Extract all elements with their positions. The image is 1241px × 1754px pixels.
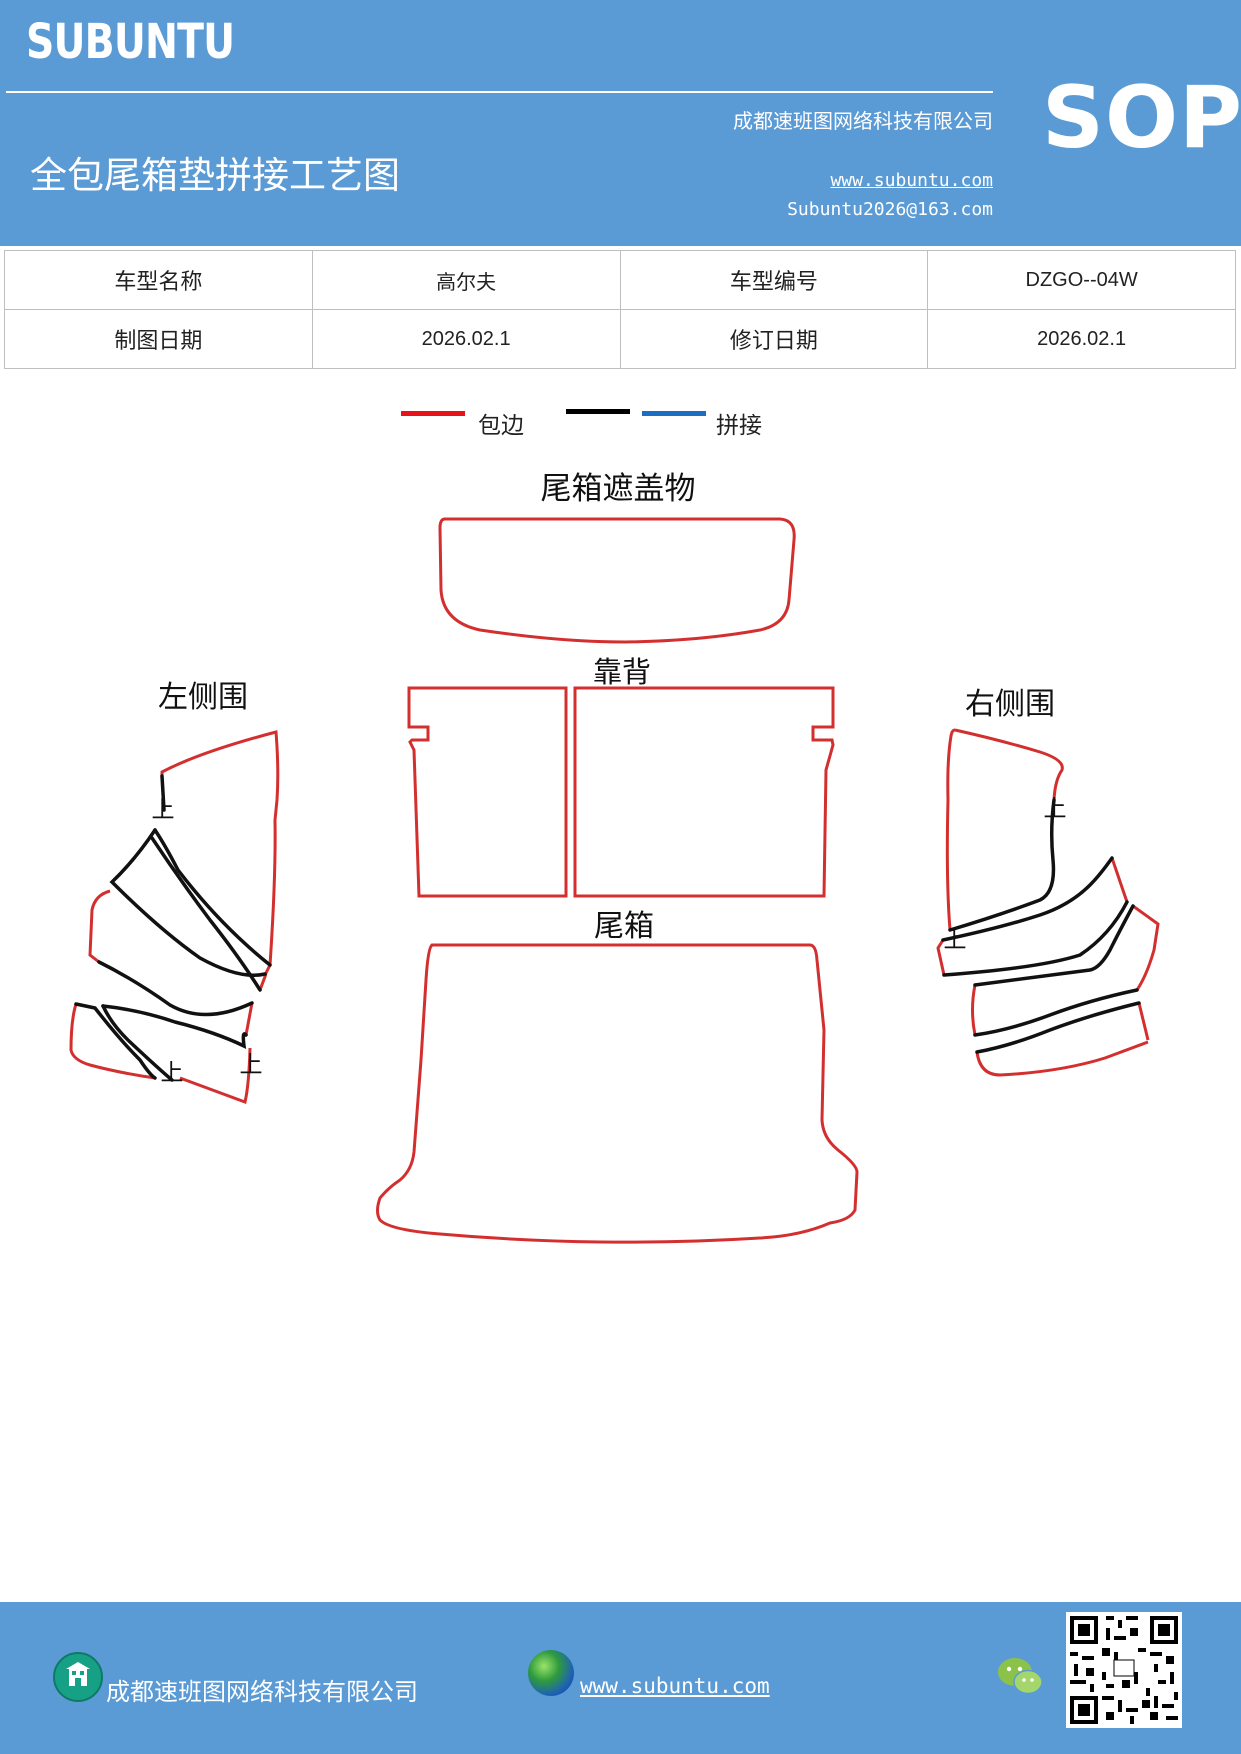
table-cell: 车型名称 — [4, 250, 313, 310]
label-up: 上 — [240, 1052, 263, 1078]
legend-swatch-black — [566, 409, 630, 414]
website-link[interactable]: www.subuntu.com — [830, 170, 993, 191]
legend-swatch-red — [401, 411, 465, 416]
piece-right-side: 上 上 — [936, 728, 1160, 1077]
wechat-icon[interactable] — [996, 1654, 1044, 1698]
footer-website-link[interactable]: www.subuntu.com — [580, 1674, 770, 1698]
legend-label-edge: 包边 — [478, 413, 524, 439]
piece-cover — [438, 517, 796, 644]
legend-swatch-blue — [642, 411, 706, 416]
table-cell: 高尔夫 — [311, 250, 621, 310]
table-cell: DZGO--04W — [927, 250, 1236, 310]
legend-label-seam: 拼接 — [716, 413, 762, 439]
header-divider — [6, 91, 993, 93]
label-up: 上 — [161, 1060, 184, 1086]
label-up: 上 — [944, 927, 967, 953]
label-cover: 尾箱遮盖物 — [541, 471, 696, 507]
table-cell: 修订日期 — [619, 309, 929, 369]
header-banner: SUBUNTU 成都速班图网络科技有限公司 全包尾箱垫拼接工艺图 www.sub… — [0, 0, 1241, 246]
label-trunk: 尾箱 — [594, 909, 654, 944]
page-title: 全包尾箱垫拼接工艺图 — [30, 154, 400, 197]
email-address: Subuntu2026@163.com — [787, 199, 993, 220]
label-right-side: 右侧围 — [965, 687, 1055, 722]
globe-icon — [528, 1650, 574, 1696]
building-icon — [53, 1652, 103, 1702]
legend: 包边 拼接 — [400, 400, 900, 440]
label-up: 上 — [1044, 796, 1067, 822]
table-cell: 车型编号 — [619, 250, 929, 310]
vehicle-info-table: 车型名称 高尔夫 车型编号 DZGO--04W 制图日期 2026.02.1 修… — [4, 250, 1236, 369]
piece-backrest-right — [573, 686, 835, 898]
sop-badge: SOP — [1042, 68, 1241, 168]
company-name: 成都速班图网络科技有限公司 — [733, 109, 993, 133]
piece-backrest-left — [407, 686, 568, 898]
table-row: 制图日期 2026.02.1 修订日期 2026.02.1 — [4, 309, 1236, 369]
label-up: 上 — [152, 797, 175, 823]
table-row: 车型名称 高尔夫 车型编号 DZGO--04W — [4, 250, 1236, 310]
footer-company-name: 成都速班图网络科技有限公司 — [106, 1678, 418, 1706]
qr-code — [1066, 1612, 1182, 1728]
piece-left-side: 上 上 上 — [69, 730, 280, 1104]
label-backrest: 靠背 — [593, 655, 651, 689]
footer-banner: 成都速班图网络科技有限公司 www.subuntu.com — [0, 1602, 1241, 1754]
piece-trunk — [376, 943, 859, 1244]
mat-diagram: 尾箱遮盖物 靠背 尾箱 左侧围 上 上 上 右侧围 — [69, 471, 1160, 1244]
table-cell: 2026.02.1 — [311, 309, 621, 369]
table-cell: 制图日期 — [4, 309, 313, 369]
label-left-side: 左侧围 — [158, 680, 248, 715]
table-cell: 2026.02.1 — [927, 309, 1236, 369]
brand-logo: SUBUNTU — [26, 14, 235, 70]
